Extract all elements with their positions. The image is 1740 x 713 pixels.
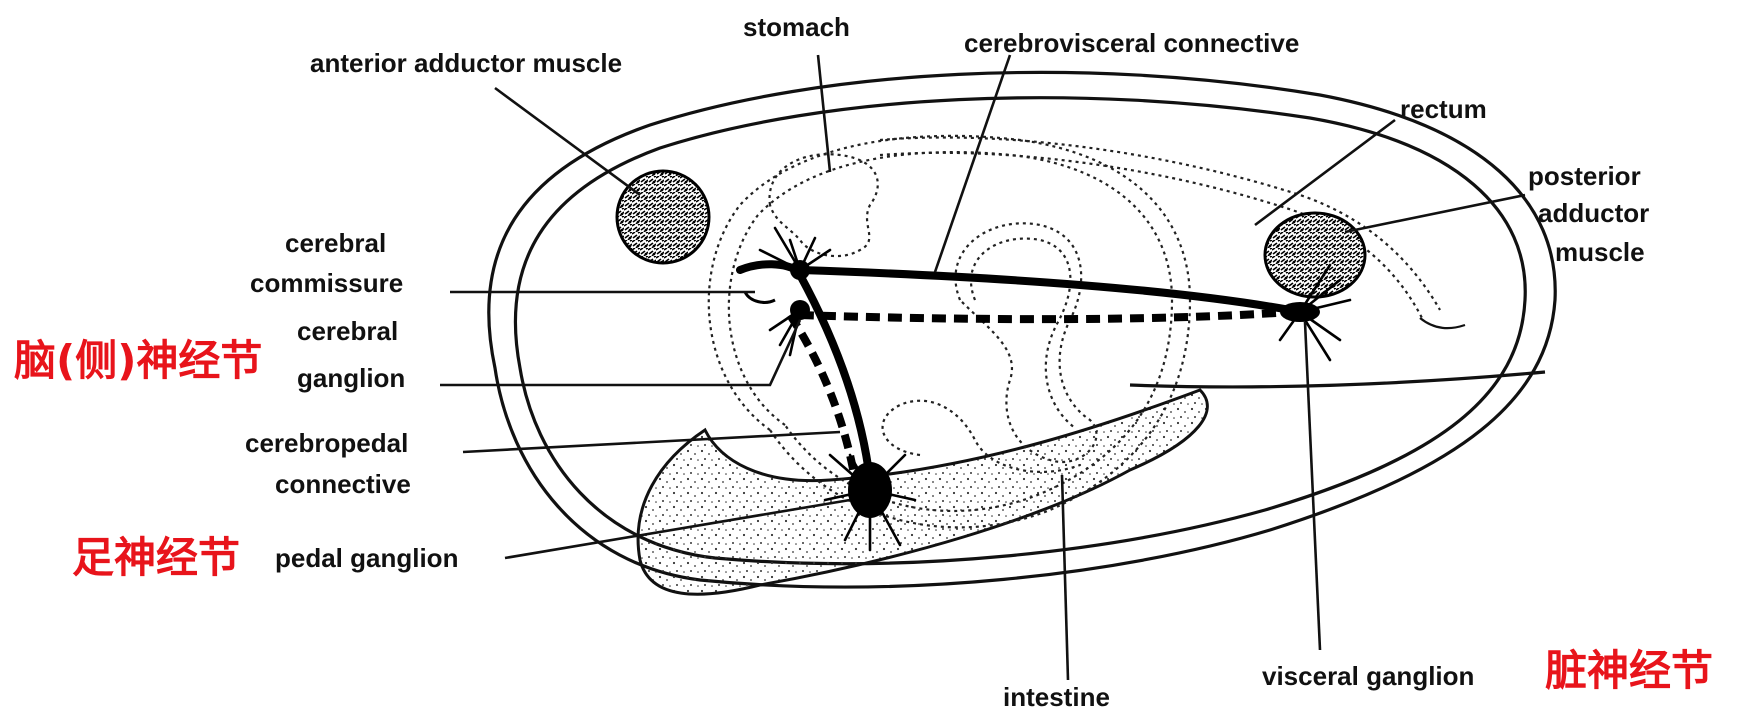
label-cerebral-2: cerebral xyxy=(297,316,398,346)
label-connective: connective xyxy=(275,469,411,499)
labels: stomach cerebrovisceral connective anter… xyxy=(14,12,1713,712)
leader-cerebral-ganglion xyxy=(440,320,800,385)
label-cerebropedal: cerebropedal xyxy=(245,428,408,458)
label-rectum: rectum xyxy=(1400,94,1487,124)
label-intestine: intestine xyxy=(1003,682,1110,712)
cerebral-ganglion-lower xyxy=(770,300,810,355)
annotation-cn-cerebral-ganglion: 脑(侧)神经节 xyxy=(14,336,262,385)
label-muscle: muscle xyxy=(1555,237,1645,267)
rectum-organ xyxy=(880,137,1465,328)
label-anterior-adductor-muscle: anterior adductor muscle xyxy=(310,48,622,78)
leader-lines xyxy=(440,55,1525,680)
cerebropedal-connective-solid xyxy=(800,275,870,480)
anterior-adductor-muscle-shape xyxy=(617,171,709,263)
label-visceral-ganglion: visceral ganglion xyxy=(1262,661,1474,691)
label-ganglion: ganglion xyxy=(297,363,405,393)
leader-anterior-adductor xyxy=(495,88,640,195)
cerebropedal-connective-dashed xyxy=(790,315,855,480)
label-commissure: commissure xyxy=(250,268,403,298)
cerebrovisceral-connective-solid xyxy=(800,270,1290,310)
leader-visceral-ganglion xyxy=(1305,322,1320,650)
label-cerebral-1: cerebral xyxy=(285,228,386,258)
posterior-adductor-muscle-shape xyxy=(1265,213,1365,297)
leader-rectum xyxy=(1255,120,1395,225)
annotation-cn-visceral-ganglion: 脏神经节 xyxy=(1545,646,1713,695)
annotation-cn-pedal-ganglion: 足神经节 xyxy=(72,533,240,582)
leader-posterior-adductor xyxy=(1345,195,1525,232)
nerve-cords xyxy=(740,264,1290,480)
label-stomach: stomach xyxy=(743,12,850,42)
label-posterior: posterior xyxy=(1528,161,1641,191)
cerebrovisceral-connective-dashed xyxy=(800,312,1290,319)
leader-intestine xyxy=(1062,475,1068,680)
label-pedal-ganglion: pedal ganglion xyxy=(275,543,458,573)
mantle-line xyxy=(1130,372,1545,387)
label-cerebrovisceral-connective: cerebrovisceral connective xyxy=(964,28,1299,58)
label-adductor: adductor xyxy=(1538,198,1649,228)
leader-cerebrovisceral xyxy=(935,55,1010,272)
